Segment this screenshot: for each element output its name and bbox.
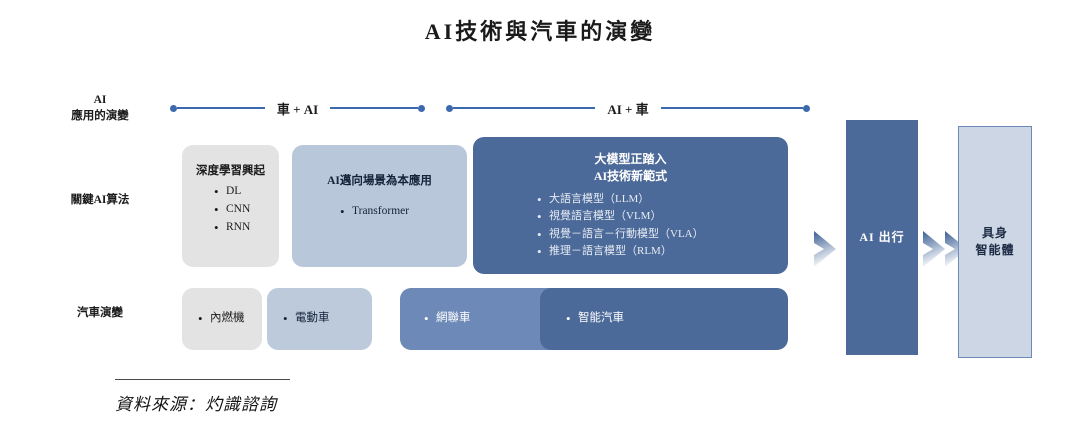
algorithm-box-bullets: 大語言模型（LLM） 視覺語言模型（VLM） 視覺－語言－行動模型（VLA） 推… (535, 190, 788, 263)
page-title: AI技術與汽車的演變 (424, 19, 656, 44)
source-divider (115, 379, 290, 380)
timeline-segment-ai-plus-car: AI + 車 (446, 96, 811, 120)
outcome-box-ai-mobility: AI 出行 (846, 120, 918, 355)
vehicle-box-bullets: 智能汽車 (564, 309, 624, 329)
list-item: DL (212, 182, 279, 202)
row-label-vehicle-evolution: 汽車演變 (77, 307, 123, 319)
algorithm-box-title: 大模型正踏入 AI技術新範式 (593, 152, 668, 183)
vehicle-box-bullets: 內燃機 (196, 309, 245, 329)
algorithm-box-title: AI邁向場景為本應用 (327, 175, 432, 187)
timeline-dot-icon (803, 104, 811, 112)
row-label-ai-application-evolution: AI 應用的演變 (71, 94, 129, 122)
vehicle-box-connected-vehicle: 網聯車 (400, 288, 565, 350)
list-item: 網聯車 (422, 309, 471, 329)
algorithm-box-bullets: DL CNN RNN (212, 182, 279, 238)
algorithm-box-deep-learning: 深度學習興起 DL CNN RNN (182, 145, 279, 267)
list-item: 內燃機 (196, 309, 245, 329)
timeline: 車 + AI AI + 車 (170, 96, 811, 120)
outcome-box-embodied-intelligence: 具身 智能體 (958, 126, 1032, 358)
timeline-label-car-plus-ai: 車 + AI (276, 101, 319, 117)
outcome-box-label: AI 出行 (859, 229, 905, 244)
vehicle-box-internal-combustion: 內燃機 (182, 288, 262, 350)
vehicle-box-bullets: 網聯車 (422, 309, 471, 329)
chevron-double-right-icon (922, 228, 970, 270)
source-note: 資料來源：灼識諮詢 (115, 395, 277, 414)
vehicle-box-intelligent-vehicle: 智能汽車 (540, 288, 788, 350)
list-item: 推理－語言模型（RLM） (535, 242, 788, 262)
chevron-right-icon (812, 228, 840, 270)
list-item: 電動車 (281, 309, 330, 329)
timeline-segment-car-plus-ai: 車 + AI (170, 96, 426, 120)
list-item: 視覺語言模型（VLM） (535, 207, 788, 227)
outcome-box-label: 具身 智能體 (975, 225, 1015, 257)
algorithm-box-bullets: Transformer (338, 202, 467, 222)
list-item: 大語言模型（LLM） (535, 190, 788, 210)
vehicle-box-bullets: 電動車 (281, 309, 330, 329)
list-item: CNN (212, 200, 279, 220)
list-item: Transformer (338, 202, 467, 222)
list-item: RNN (212, 218, 279, 238)
timeline-label-ai-plus-car: AI + 車 (607, 101, 649, 117)
list-item: 智能汽車 (564, 309, 624, 329)
algorithm-box-large-models: 大模型正踏入 AI技術新範式 大語言模型（LLM） 視覺語言模型（VLM） 視覺… (473, 137, 788, 274)
algorithm-box-title: 深度學習興起 (196, 165, 265, 177)
timeline-dot-icon (170, 104, 177, 112)
row-label-key-ai-algorithms: 關鍵AI算法 (70, 194, 130, 206)
vehicle-box-electric-vehicle: 電動車 (267, 288, 372, 350)
algorithm-box-scenario-applications: AI邁向場景為本應用 Transformer (292, 145, 467, 267)
timeline-dot-icon (418, 104, 426, 112)
list-item: 視覺－語言－行動模型（VLA） (535, 225, 788, 245)
timeline-dot-icon (446, 104, 453, 112)
